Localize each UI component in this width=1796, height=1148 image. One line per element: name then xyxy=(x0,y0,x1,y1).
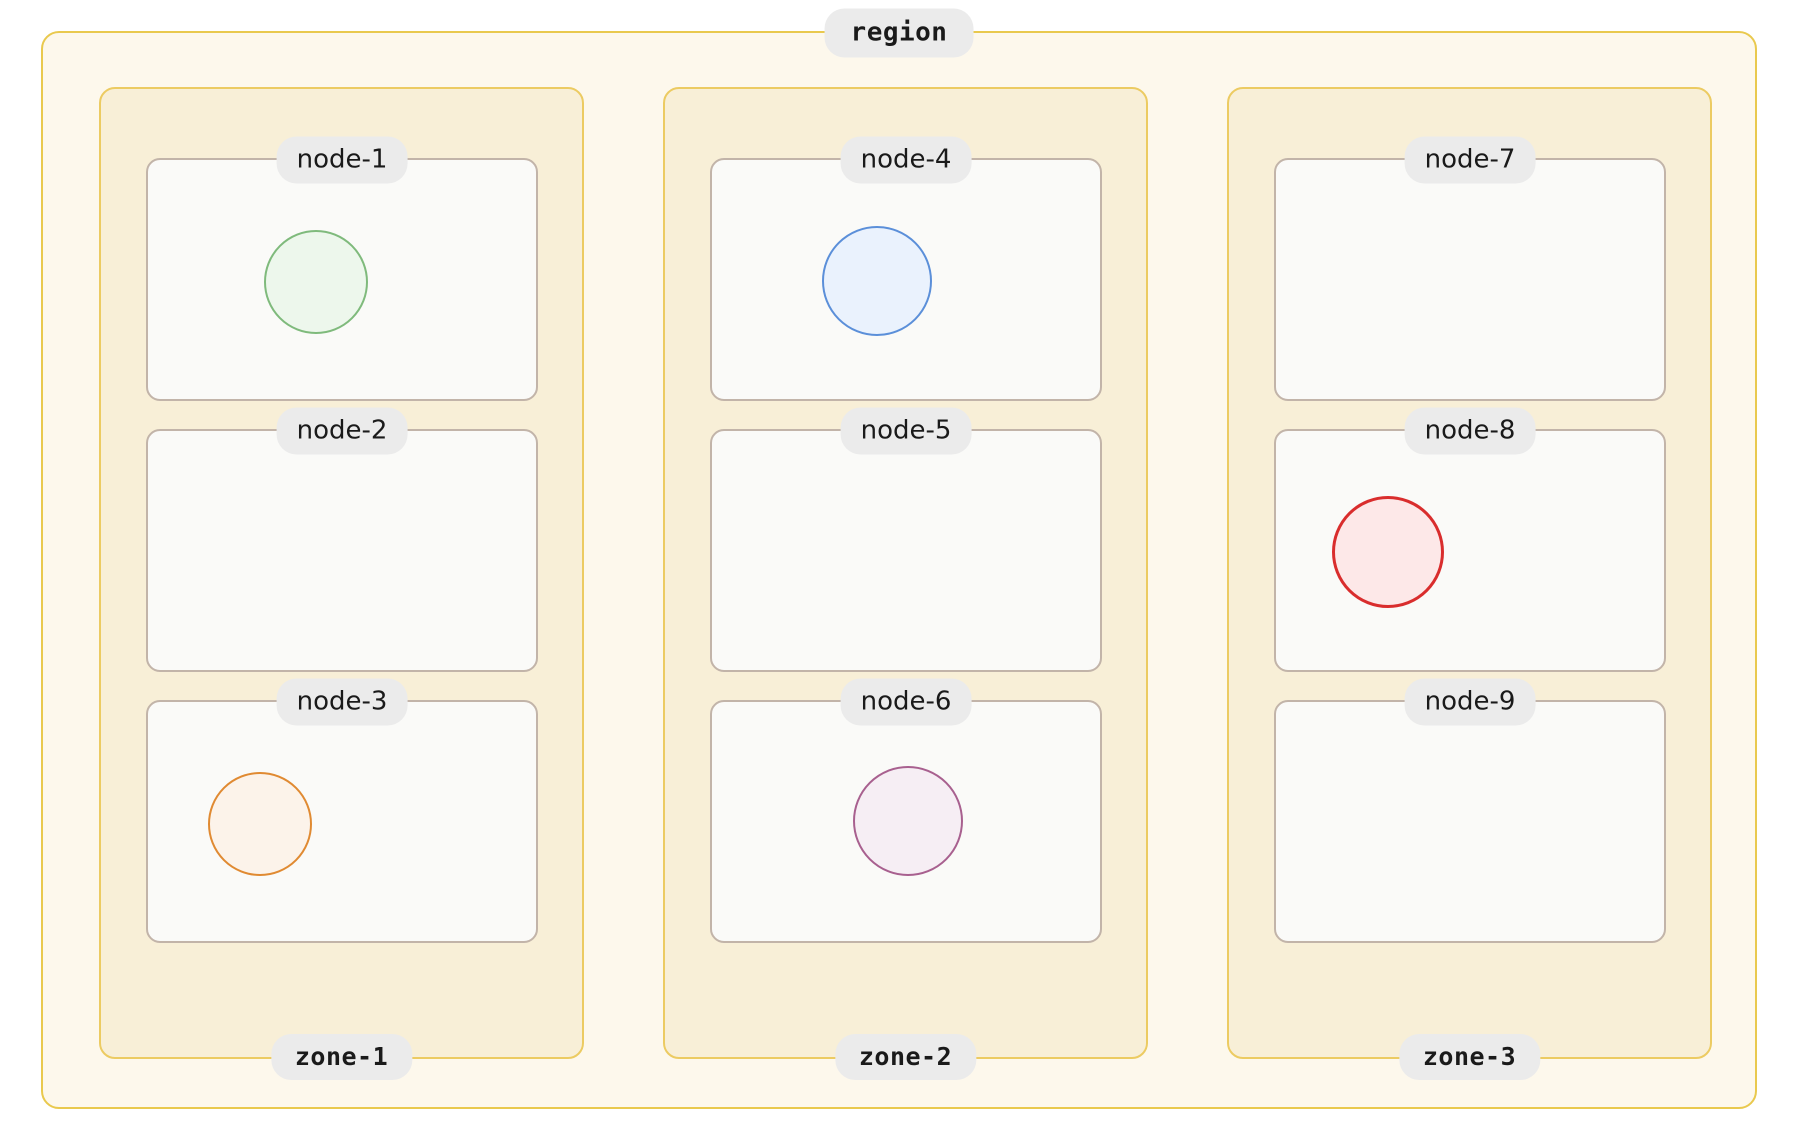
zone-label-2: zone-2 xyxy=(834,1034,977,1080)
zone-label-1: zone-1 xyxy=(270,1034,413,1080)
region-label: region xyxy=(824,8,974,58)
node-label-8: node-8 xyxy=(1404,407,1536,455)
node-box-3[interactable]: node-3 xyxy=(146,678,538,943)
zone-container-2[interactable]: node-4 node-5 node-6 zone-2 xyxy=(663,87,1148,1080)
node-box-9[interactable]: node-9 xyxy=(1274,678,1666,943)
zone-container-3[interactable]: node-7 node-8 node-9 zone-3 xyxy=(1227,87,1712,1080)
node-label-6: node-6 xyxy=(840,678,972,726)
node-shape-circle-3 xyxy=(208,772,312,876)
node-box-2[interactable]: node-2 xyxy=(146,407,538,672)
node-shape-circle-8 xyxy=(1332,496,1444,608)
zone-container-1[interactable]: node-1 node-2 node-3 zone-1 xyxy=(99,87,584,1080)
node-shape-circle-6 xyxy=(853,766,963,876)
node-label-9: node-9 xyxy=(1404,678,1536,726)
region-container[interactable]: region node-1 node-2 node-3 zone-1 xyxy=(41,8,1757,1109)
node-label-3: node-3 xyxy=(276,678,408,726)
node-box-7[interactable]: node-7 xyxy=(1274,136,1666,401)
node-box-8[interactable]: node-8 xyxy=(1274,407,1666,672)
node-shape-circle-1 xyxy=(264,230,368,334)
node-box-4[interactable]: node-4 xyxy=(710,136,1102,401)
zone-list: node-1 node-2 node-3 zone-1 node-4 xyxy=(43,33,1755,1107)
node-label-2: node-2 xyxy=(276,407,408,455)
node-box-5[interactable]: node-5 xyxy=(710,407,1102,672)
node-box-6[interactable]: node-6 xyxy=(710,678,1102,943)
node-label-5: node-5 xyxy=(840,407,972,455)
node-label-1: node-1 xyxy=(276,136,408,184)
node-label-7: node-7 xyxy=(1404,136,1536,184)
zone-label-3: zone-3 xyxy=(1398,1034,1541,1080)
node-shape-circle-4 xyxy=(822,226,932,336)
node-label-4: node-4 xyxy=(840,136,972,184)
node-box-1[interactable]: node-1 xyxy=(146,136,538,401)
